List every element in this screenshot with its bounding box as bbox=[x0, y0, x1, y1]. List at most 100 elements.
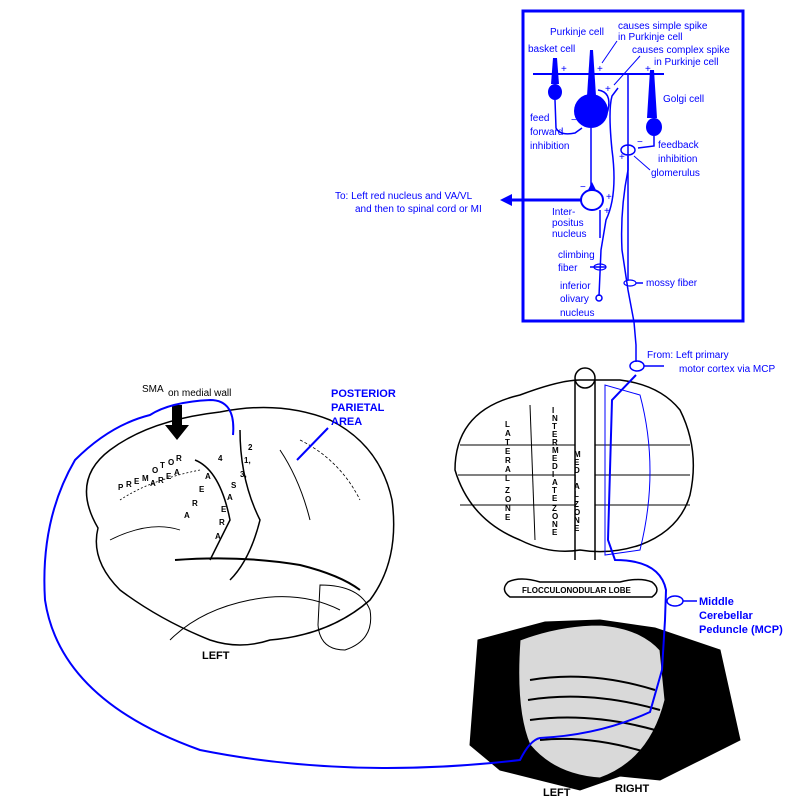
svg-text:D: D bbox=[552, 462, 558, 471]
area-4-number: 4 bbox=[218, 454, 223, 463]
posterior-parietal-label-3: AREA bbox=[331, 416, 362, 428]
svg-text:T: T bbox=[552, 422, 557, 431]
climbing-fiber-label-2: fiber bbox=[558, 263, 578, 274]
olivary-label-3: nucleus bbox=[560, 308, 594, 319]
svg-text:O: O bbox=[574, 508, 580, 517]
synapse-minus-purkinje: − bbox=[580, 182, 586, 193]
svg-text:R: R bbox=[158, 476, 164, 485]
glomerulus-pointer bbox=[633, 155, 651, 171]
svg-text:A: A bbox=[505, 429, 511, 438]
purkinje-cell-shape bbox=[574, 50, 610, 188]
svg-text:T: T bbox=[160, 461, 165, 470]
simple-spike-label-2: in Purkinje cell bbox=[618, 32, 682, 43]
svg-text:I: I bbox=[552, 406, 554, 415]
svg-text:E: E bbox=[505, 447, 511, 456]
intermediate-zone-label: I N T E R M E D I A T E Z O N E bbox=[552, 406, 559, 537]
mcp-label-1: Middle bbox=[699, 596, 734, 608]
svg-text:N: N bbox=[505, 504, 511, 513]
corticopontocerebellar-pathway bbox=[43, 374, 668, 769]
brain-left-label: LEFT bbox=[202, 650, 230, 662]
postcentral-sulcus bbox=[229, 429, 261, 581]
svg-text:R: R bbox=[505, 456, 511, 465]
lateral-zone-label: L A T E R A L Z O N E bbox=[505, 420, 511, 522]
svg-text:E: E bbox=[134, 477, 140, 486]
svg-text:N: N bbox=[552, 520, 558, 529]
interpositus-label-2: positus bbox=[552, 218, 584, 229]
svg-text:A: A bbox=[505, 465, 511, 474]
sma-label: SMA bbox=[142, 384, 164, 395]
svg-text:A: A bbox=[205, 472, 211, 481]
svg-text:A: A bbox=[574, 482, 580, 491]
svg-text:R: R bbox=[552, 438, 558, 447]
svg-text:D: D bbox=[574, 466, 580, 475]
brainstem-right-label: RIGHT bbox=[615, 783, 650, 795]
svg-text:R: R bbox=[126, 480, 132, 489]
mossy-fiber-path bbox=[620, 156, 635, 323]
climbing-fiber-label-1: climbing bbox=[558, 250, 595, 261]
cerebellum-small bbox=[317, 584, 372, 651]
mcp-label-2: Cerebellar bbox=[699, 610, 754, 622]
synapse-plus-climbing: + bbox=[605, 84, 611, 95]
svg-text:A: A bbox=[184, 511, 190, 520]
svg-text:N: N bbox=[574, 516, 580, 525]
synapse-minus-golgi: − bbox=[637, 137, 643, 148]
medial-zone-label: M E D I A L Z O N E bbox=[574, 450, 581, 533]
svg-text:O: O bbox=[152, 466, 158, 475]
output-destination-line-1: To: Left red nucleus and VA/VL bbox=[335, 191, 473, 202]
svg-text:M: M bbox=[574, 450, 581, 459]
svg-text:E: E bbox=[199, 485, 205, 494]
mossy-fiber-label: mossy fiber bbox=[646, 278, 698, 289]
posterior-parietal-label-1: POSTERIOR bbox=[331, 388, 396, 400]
flocculonodular-lobe-label: FLOCCULONODULAR LOBE bbox=[522, 586, 632, 595]
interpositus-label-1: Inter- bbox=[552, 207, 575, 218]
input-source-line-1: From: Left primary bbox=[647, 350, 729, 361]
mcp-marker bbox=[666, 595, 684, 607]
premotor-area-label: P R E M O T O R A R E A bbox=[118, 454, 182, 492]
feed-forward-label-1: feed bbox=[530, 113, 549, 124]
input-fiber-descending bbox=[633, 321, 637, 362]
svg-text:R: R bbox=[176, 454, 182, 463]
synapse-plus-golgi: + bbox=[645, 64, 651, 75]
svg-text:A: A bbox=[227, 493, 233, 502]
svg-text:A: A bbox=[215, 532, 221, 541]
central-sulcus bbox=[194, 459, 231, 561]
synapse-plus-nucleus-1: + bbox=[606, 192, 612, 203]
glomerulus-label: glomerulus bbox=[651, 168, 700, 179]
svg-text:Z: Z bbox=[552, 504, 557, 513]
svg-text:E: E bbox=[221, 505, 227, 514]
svg-text:L: L bbox=[574, 490, 579, 499]
svg-text:E: E bbox=[574, 458, 580, 467]
brainstem-left-label: LEFT bbox=[543, 787, 571, 799]
svg-text:O: O bbox=[552, 512, 558, 521]
input-fiber-marker bbox=[629, 360, 645, 372]
svg-text:P: P bbox=[118, 483, 124, 492]
synapse-plus-purkinje: + bbox=[597, 64, 603, 75]
svg-text:E: E bbox=[166, 472, 172, 481]
svg-text:I: I bbox=[552, 470, 554, 479]
area-4-label: A E R A bbox=[184, 472, 211, 520]
svg-text:E: E bbox=[552, 454, 558, 463]
area-3-number: 3, bbox=[240, 470, 247, 479]
synapse-plus-nucleus-2: + bbox=[604, 206, 610, 217]
svg-text:I: I bbox=[574, 474, 576, 483]
svg-text:R: R bbox=[219, 518, 225, 527]
svg-text:E: E bbox=[505, 513, 511, 522]
complex-spike-label-2: in Purkinje cell bbox=[654, 57, 718, 68]
golgi-cell-label: Golgi cell bbox=[663, 94, 704, 105]
svg-text:R: R bbox=[192, 499, 198, 508]
svg-text:Z: Z bbox=[574, 500, 579, 509]
basket-cell-label: basket cell bbox=[528, 44, 575, 55]
feed-forward-label-2: forward bbox=[530, 127, 563, 138]
svg-text:A: A bbox=[150, 479, 156, 488]
temporal-lobe-line bbox=[169, 596, 341, 641]
synapse-minus-basket: − bbox=[571, 115, 577, 126]
svg-text:M: M bbox=[552, 446, 559, 455]
feed-forward-label-3: inhibition bbox=[530, 141, 569, 152]
basket-cell-shape bbox=[548, 58, 583, 135]
olivary-label-1: inferior bbox=[560, 281, 591, 292]
mcp-label-3: Peduncle (MCP) bbox=[699, 624, 783, 636]
svg-text:M: M bbox=[142, 474, 149, 483]
posterior-parietal-label-2: PARIETAL bbox=[331, 402, 385, 414]
brain-outline bbox=[85, 406, 395, 646]
